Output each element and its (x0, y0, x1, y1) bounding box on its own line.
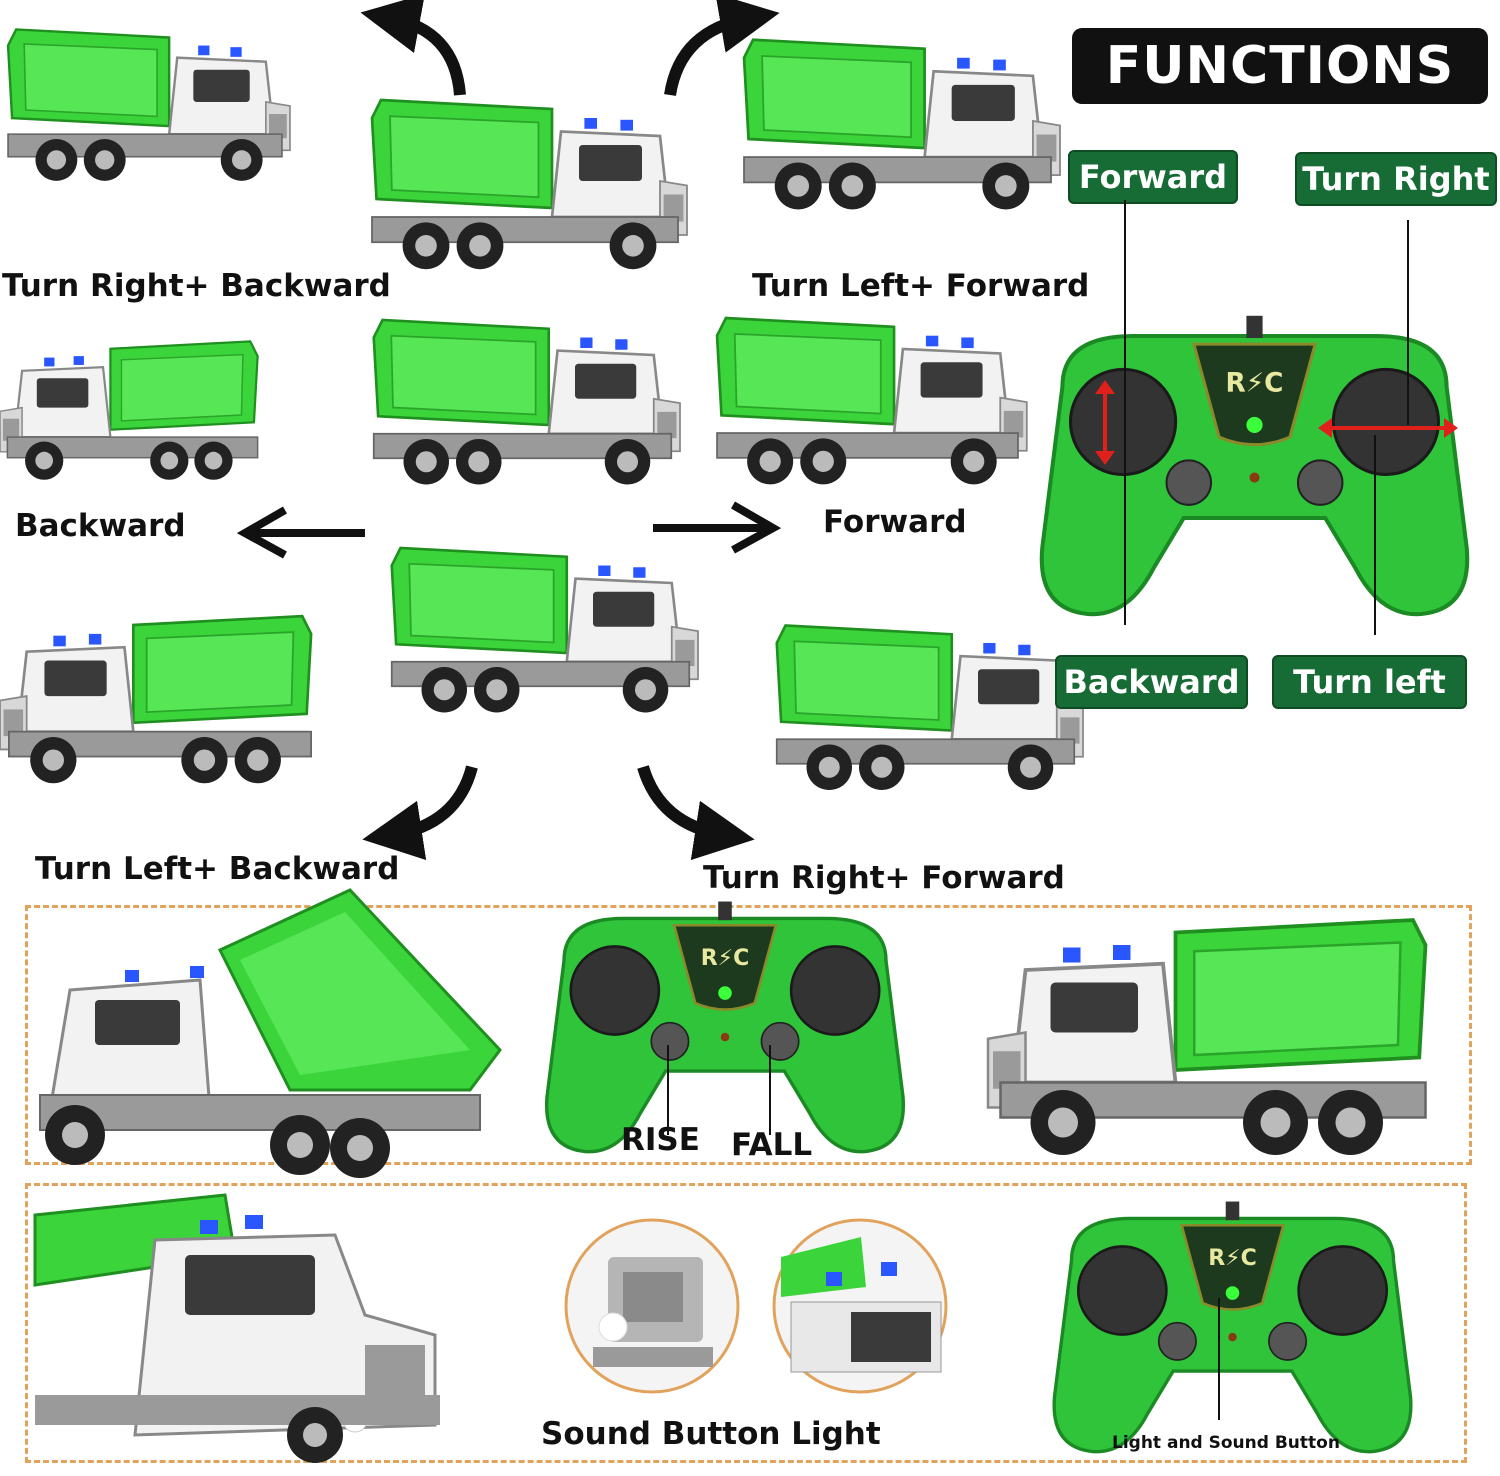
curved-arrow-icon (637, 765, 755, 861)
pointer-lines (1218, 1298, 1220, 1420)
truck-image (715, 316, 1029, 486)
sound-button-light-caption: Sound Button Light (541, 1416, 881, 1452)
backward-badge: Backward (1055, 655, 1248, 709)
label-turn-right-backward: Turn Right+ Backward (2, 268, 391, 304)
functions-title: FUNCTIONS (1072, 28, 1488, 104)
truck-image (372, 318, 682, 486)
up-down-arrow-icon (1095, 380, 1115, 465)
rc-controller-image (1052, 1199, 1413, 1454)
truck-image (6, 28, 292, 183)
truck-image (0, 614, 313, 785)
forward-badge: Forward (1068, 150, 1238, 204)
truck-image (0, 340, 259, 481)
truck-image (742, 38, 1062, 211)
label-forward: Forward (823, 504, 967, 540)
label-turn-left-backward: Turn Left+ Backward (35, 851, 400, 887)
pointer-lines (1124, 200, 1409, 635)
sound-light-panel (25, 1183, 1467, 1463)
truck-closeup-image (33, 1193, 440, 1463)
left-arrow-icon (236, 506, 365, 559)
turn-left-badge: Turn left (1272, 655, 1467, 709)
light-sound-button-label: Light and Sound Button (1112, 1433, 1340, 1453)
truck-image (370, 98, 689, 271)
label-turn-right-forward: Turn Right+ Forward (703, 860, 1065, 896)
truck-image (390, 546, 700, 714)
siren-light-closeup-image (772, 1218, 948, 1394)
label-backward: Backward (15, 508, 186, 544)
raised-dump-truck-image (39, 888, 502, 1178)
label-turn-left-forward: Turn Left+ Forward (752, 268, 1090, 304)
right-arrow-icon (653, 501, 782, 554)
headlight-closeup-image (564, 1218, 740, 1394)
left-right-arrow-icon (1318, 418, 1458, 438)
rise-label: RISE (621, 1122, 700, 1158)
curved-arrow-icon (362, 765, 478, 861)
truck-image (986, 918, 1428, 1157)
dump-bed-panel (25, 905, 1472, 1165)
turn-right-badge: Turn Right (1295, 152, 1497, 206)
truck-image (775, 624, 1085, 792)
curved-arrow-icon (360, 0, 466, 96)
curved-arrow-icon (664, 0, 780, 97)
fall-label: FALL (731, 1127, 813, 1163)
pointer-lines (667, 1045, 771, 1135)
